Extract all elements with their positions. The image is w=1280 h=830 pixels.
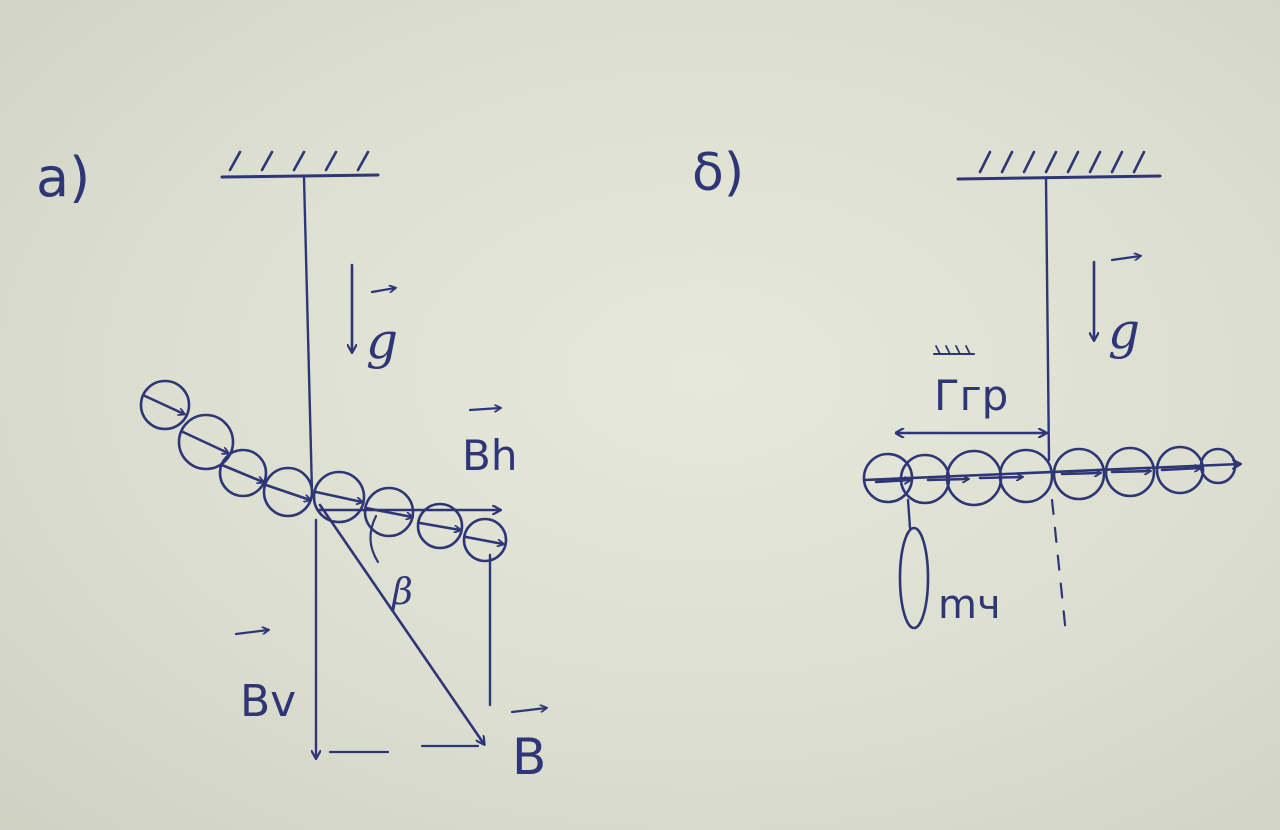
b-vector [318,503,484,744]
beta-label: β [390,572,413,613]
r-gr-dimension: Ггр [894,345,1046,433]
bv-label: Bv [240,676,296,727]
magnet-chain-a [139,379,508,563]
mass-label: mч [938,582,1001,628]
gravity-label-a: g [366,312,398,370]
beta-arc [369,514,380,564]
gravity-arrow-b: g [1094,256,1140,360]
panel-a-label: a) [36,146,90,209]
ceiling-b [956,150,1162,181]
dashed-axis [1050,498,1068,636]
panel-a: a) g [36,146,546,786]
bh-vector: Bh [316,408,517,510]
thread-b [1044,177,1051,462]
r-gr-label: Ггр [934,371,1008,420]
weight-mass: mч [898,498,1001,630]
panel-b: δ) g Ггр [692,143,1240,636]
gravity-label-b: g [1108,302,1140,360]
ceiling-a [220,150,380,179]
bh-label: Bh [462,431,517,480]
gravity-arrow-a: g [352,263,398,370]
magnet-chain-b [862,445,1240,507]
thread-a [302,175,314,494]
b-label: B [512,728,546,786]
panel-b-label: δ) [692,143,744,203]
